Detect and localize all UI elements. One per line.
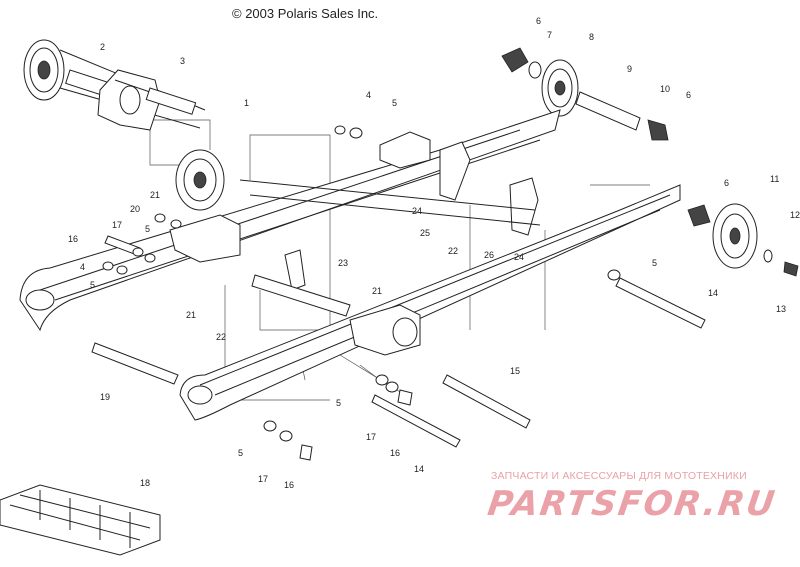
axle-3-bracket <box>97 69 197 131</box>
callout-21: 21 <box>186 310 196 320</box>
callout-21: 21 <box>372 286 382 296</box>
callout-26: 26 <box>484 250 494 260</box>
callout-22: 22 <box>448 246 458 256</box>
callout-6: 6 <box>536 16 541 26</box>
callout-15: 15 <box>510 366 520 376</box>
callout-6: 6 <box>686 90 691 100</box>
shafts-and-bolts <box>91 235 706 461</box>
callout-13: 13 <box>776 304 786 314</box>
callout-14: 14 <box>414 464 424 474</box>
callout-7: 7 <box>547 30 552 40</box>
callout-4: 4 <box>366 90 371 100</box>
callout-25: 25 <box>420 228 430 238</box>
callout-19: 19 <box>100 392 110 402</box>
callout-12: 12 <box>790 210 800 220</box>
callout-10: 10 <box>660 84 670 94</box>
cross-members <box>239 141 541 317</box>
callout-5: 5 <box>392 98 397 108</box>
right-rail <box>179 184 681 421</box>
wheel-1-group <box>175 149 225 211</box>
callout-16: 16 <box>390 448 400 458</box>
callout-3: 3 <box>180 56 185 66</box>
callout-23: 23 <box>338 258 348 268</box>
callout-18: 18 <box>140 478 150 488</box>
callout-2: 2 <box>100 42 105 52</box>
wheel-8-group <box>501 47 669 141</box>
watermark-logo: PARTSFOR.RU <box>485 484 779 524</box>
watermark-tagline: ЗАПЧАСТИ И АКСЕССУАРЫ ДЛЯ МОТОТЕХНИКИ <box>491 470 747 482</box>
callout-4: 4 <box>80 262 85 272</box>
skid-plate-18 <box>0 484 161 556</box>
callout-17: 17 <box>112 220 122 230</box>
callout-16: 16 <box>284 480 294 490</box>
callout-22: 22 <box>216 332 226 342</box>
callout-16: 16 <box>68 234 78 244</box>
left-rail <box>19 109 561 332</box>
wheel-11-group <box>687 203 799 277</box>
callout-17: 17 <box>366 432 376 442</box>
callout-11: 11 <box>770 174 779 184</box>
callout-21: 21 <box>150 190 160 200</box>
callout-14: 14 <box>708 288 718 298</box>
callout-5: 5 <box>336 398 341 408</box>
callout-9: 9 <box>627 64 632 74</box>
callout-24: 24 <box>412 206 422 216</box>
washers-and-nuts <box>102 125 621 442</box>
callout-6: 6 <box>724 178 729 188</box>
callout-5: 5 <box>90 280 95 290</box>
callout-8: 8 <box>589 32 594 42</box>
callout-24: 24 <box>514 252 524 262</box>
callout-5: 5 <box>238 448 243 458</box>
callout-1: 1 <box>244 98 249 108</box>
callout-17: 17 <box>258 474 268 484</box>
callout-20: 20 <box>130 204 140 214</box>
callout-5: 5 <box>145 224 150 234</box>
callout-5: 5 <box>652 258 657 268</box>
copyright-notice: © 2003 Polaris Sales Inc. <box>232 6 379 21</box>
